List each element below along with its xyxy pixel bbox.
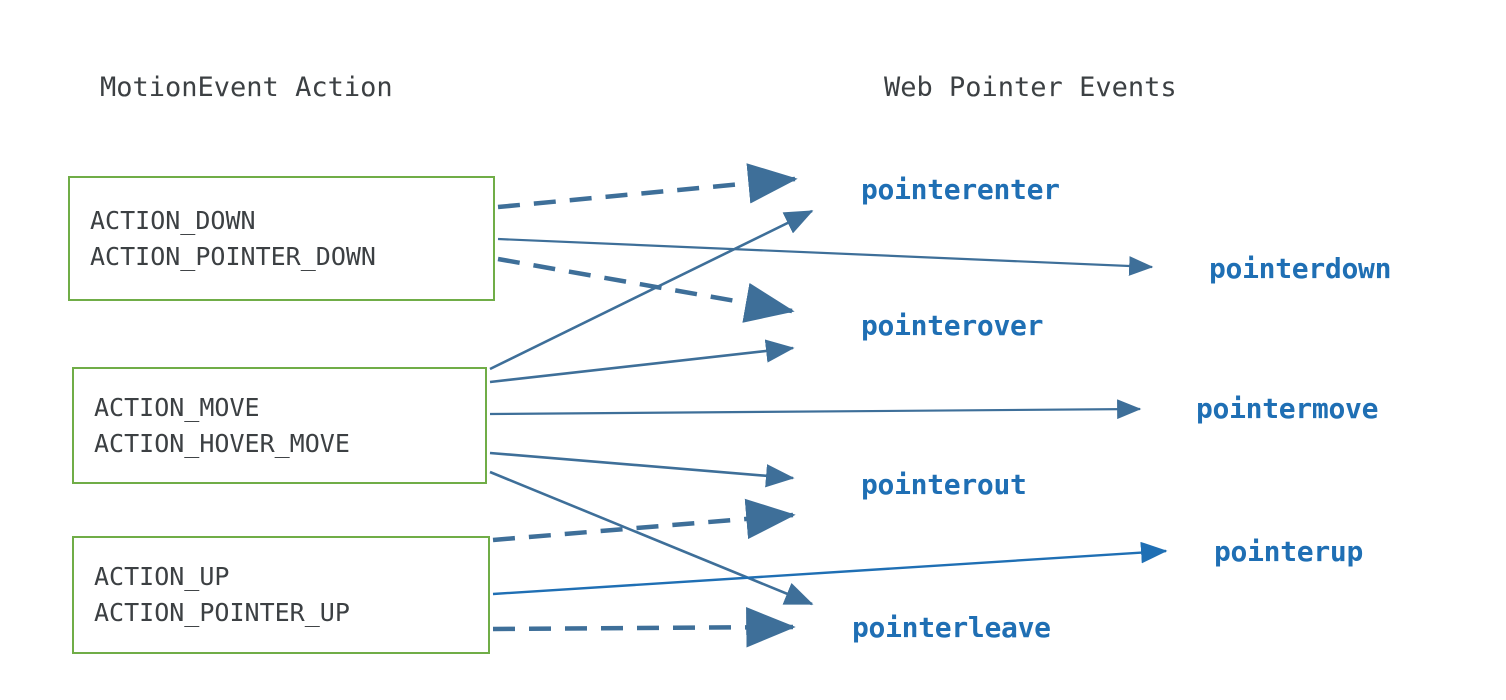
connector-down-to-pointerdown — [497, 237, 1154, 276]
connector-move-to-pointerleave — [489, 470, 814, 606]
left-column-heading: MotionEvent Action — [100, 72, 393, 103]
pointerleave-label[interactable]: pointerleave — [852, 611, 1051, 644]
pointerout-label[interactable]: pointerout — [861, 468, 1027, 501]
pointerdown-label[interactable]: pointerdown — [1209, 252, 1392, 285]
action-box-line: ACTION_POINTER_DOWN — [90, 241, 376, 271]
right-column-heading: Web Pointer Events — [884, 72, 1177, 103]
pointerover-label[interactable]: pointerover — [861, 309, 1044, 342]
action-box-line: ACTION_UP — [94, 562, 230, 591]
connector-up-to-pointerout — [492, 498, 796, 543]
connector-move-to-pointerover — [489, 339, 795, 384]
connector-move-to-pointermove — [489, 399, 1142, 420]
action-down-box[interactable]: ACTION_DOWN ACTION_POINTER_DOWN — [68, 176, 495, 301]
action-box-line: ACTION_DOWN — [90, 205, 256, 235]
connector-down-to-pointerenter — [497, 163, 798, 210]
action-box-line: ACTION_MOVE — [94, 392, 260, 422]
action-box-line: ACTION_HOVER_MOVE — [94, 428, 350, 458]
pointerup-label[interactable]: pointerup — [1214, 535, 1364, 568]
action-box-line: ACTION_POINTER_UP — [94, 598, 350, 627]
connector-up-to-pointerup — [492, 541, 1168, 596]
pointerenter-label[interactable]: pointerenter — [861, 173, 1060, 206]
connector-move-to-pointerenter — [489, 209, 814, 371]
connector-move-to-pointerout — [489, 451, 795, 488]
action-move-box[interactable]: ACTION_MOVE ACTION_HOVER_MOVE — [72, 367, 487, 484]
action-up-box[interactable]: ACTION_UP ACTION_POINTER_UP — [72, 536, 490, 654]
pointermove-label[interactable]: pointermove — [1196, 392, 1379, 425]
connector-up-to-pointerleave — [492, 607, 796, 648]
connector-down-to-pointerover — [497, 256, 795, 323]
